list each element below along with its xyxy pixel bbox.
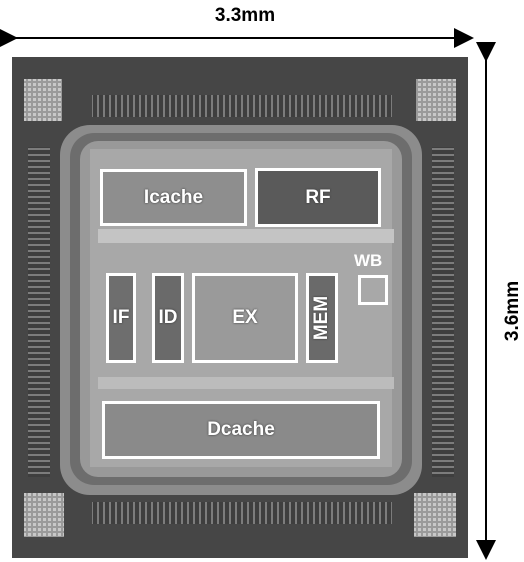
- ex-block: EX: [192, 273, 298, 363]
- id-block: ID: [152, 273, 184, 363]
- icache-label: Icache: [143, 186, 204, 208]
- wb-label: WB: [354, 251, 383, 270]
- rf-block: RF: [255, 168, 381, 227]
- height-label: 3.6mm: [502, 280, 523, 342]
- mem-label: MEM: [311, 295, 333, 341]
- id-label: ID: [158, 307, 178, 328]
- if-block: IF: [106, 273, 136, 363]
- ex-label: EX: [232, 307, 258, 328]
- rf-label: RF: [305, 186, 331, 208]
- mem-block: MEM: [306, 273, 338, 363]
- dcache-label: Dcache: [207, 419, 275, 440]
- chip-die-photo: Icache RF IF ID EX MEM WB Dcache: [12, 57, 468, 558]
- wb-block: [358, 275, 388, 305]
- dcache-block: Dcache: [102, 401, 380, 459]
- if-label: IF: [112, 307, 130, 328]
- width-label: 3.3mm: [214, 5, 276, 26]
- icache-block: Icache: [100, 169, 247, 226]
